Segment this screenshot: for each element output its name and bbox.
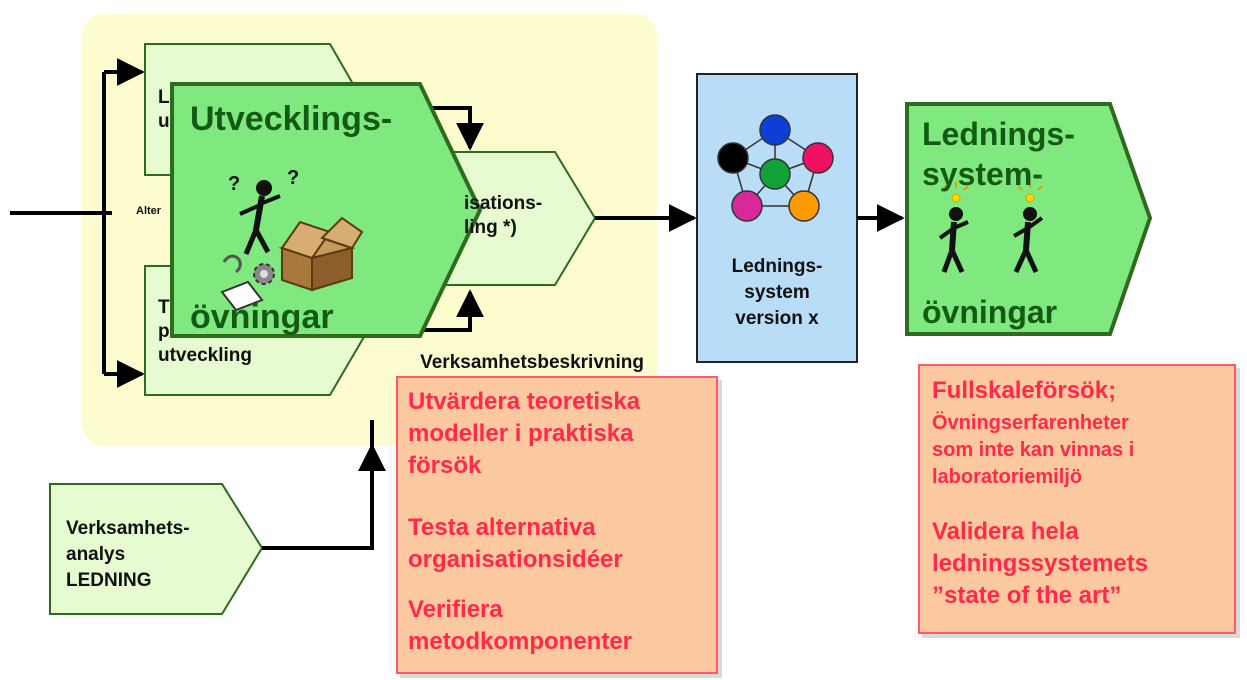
cardboard-box-icon (278, 216, 364, 292)
utvecklings-ovningar-shape (170, 82, 483, 338)
network-circles-icon (717, 114, 834, 222)
idea-person-icon (1013, 182, 1044, 274)
arrow-up-org (420, 289, 484, 332)
note-left-item2: Testa alternativa organisationsidéer (408, 514, 623, 573)
utvecklings-title: Utvecklings- (190, 100, 393, 138)
lednings-subtitle: övningar (922, 294, 1058, 330)
version-box-label: Lednings- system version x (731, 256, 823, 329)
note-left-item1: Utvärdera teoretiska modeller i praktisk… (408, 388, 641, 479)
left-note-box: Utvärdera teoretiska modeller i praktisk… (396, 376, 718, 674)
verksamhetsanalys-shape (49, 483, 264, 615)
svg-text:?: ? (287, 167, 299, 189)
arrow-analys-up (262, 443, 386, 550)
svg-text:?: ? (228, 173, 240, 195)
utvecklings-subtitle: övningar (190, 298, 334, 336)
arrow-down-org (420, 106, 484, 151)
alternativ-label: Alter (136, 205, 162, 217)
note-right-item2: Validera hela ledningssystemets ”state o… (932, 518, 1149, 609)
note-right-item1-title: Fullskaleförsök; (932, 377, 1117, 404)
bottom-activity-label: T p utveckling (158, 297, 252, 366)
note-right-item1-body: Övningserfarenheter som inte kan vinnas … (932, 412, 1135, 488)
idea-person-icon (938, 182, 969, 274)
papers-icon (220, 254, 264, 312)
organisation-label: isations- ling *) (464, 193, 543, 238)
note-left-item3: Verifiera metodkomponenter (408, 596, 633, 655)
thinking-person-icon: ? ? (228, 167, 299, 255)
verksamhetsanalys-label: Verksamhets- analys LEDNING (66, 518, 190, 591)
right-note-box: Fullskaleförsök; Övningserfarenheter som… (918, 364, 1236, 634)
top-activity-label: L u (158, 87, 170, 132)
gear-icon (253, 263, 275, 285)
lednings-title: Lednings- system- (922, 116, 1075, 192)
